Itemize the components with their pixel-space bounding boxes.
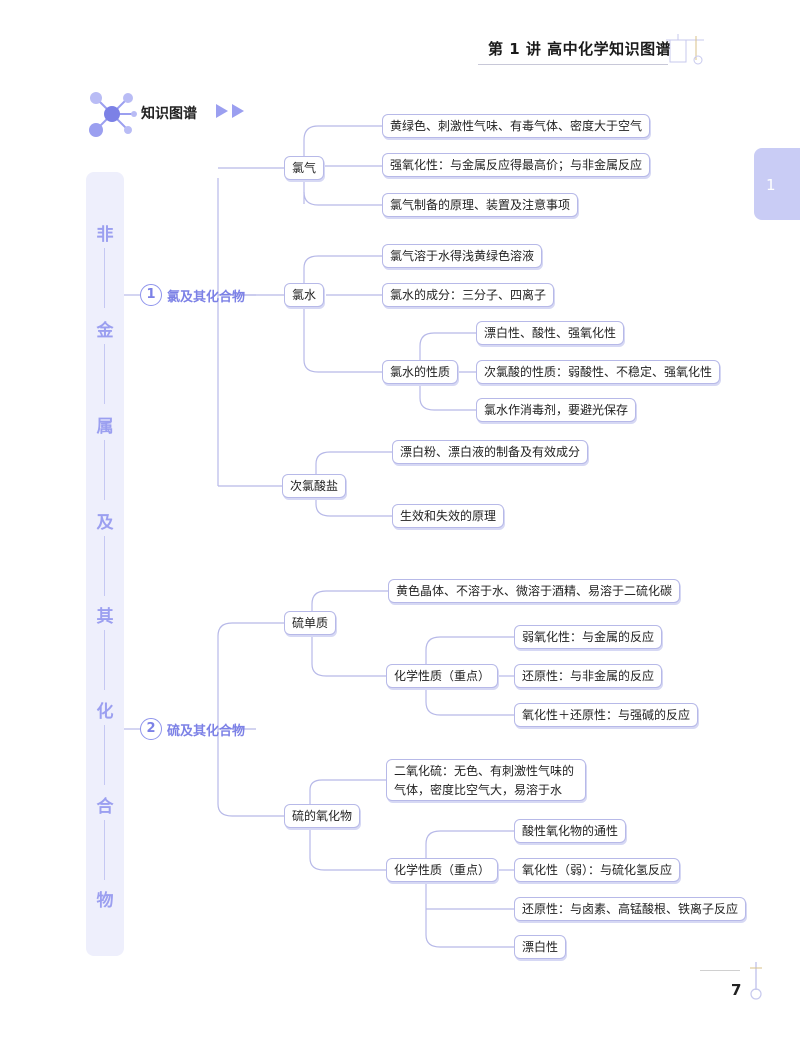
node-cw-components: 氯水的成分：三分子、四离子: [382, 283, 555, 307]
chapter-tab[interactable]: 1: [754, 148, 800, 220]
node-so-chem-2: 氧化性（弱）：与硫化氢反应: [514, 858, 681, 882]
node-sulfur: 硫单质: [284, 611, 337, 635]
node-s-physical: 黄色晶体、不溶于水、微溶于酒精、易溶于二硫化碳: [388, 579, 681, 603]
divider: [104, 820, 105, 880]
node-cw-prop-1: 漂白性、酸性、强氧化性: [476, 321, 625, 345]
node-chlorine-water: 氯水: [284, 283, 325, 307]
chapter-tab-label: 1: [766, 176, 776, 194]
node-chlorine-gas: 氯气: [284, 156, 325, 180]
lab-equipment-icon: [666, 34, 704, 65]
node-cl-physical: 黄绿色、刺激性气味、有毒气体、密度大于空气: [382, 114, 651, 138]
vertical-title-char: 及: [96, 513, 114, 533]
section-1: 1 氯及其化合物: [140, 284, 245, 306]
node-s-chem: 化学性质（重点）: [386, 664, 499, 688]
node-so2-physical: 二氧化硫：无色、有刺激性气味的气体，密度比空气大，易溶于水: [386, 759, 586, 801]
vertical-title-char: 其: [96, 607, 114, 627]
section-label: 氯及其化合物: [167, 289, 246, 305]
vertical-title-char: 合: [96, 797, 114, 817]
divider: [104, 536, 105, 596]
vertical-title-char: 金: [96, 321, 114, 341]
node-hypochlorite: 次氯酸盐: [282, 474, 347, 498]
chapter-title-bar: [86, 172, 124, 956]
node-s-chem-2: 还原性：与非金属的反应: [514, 664, 663, 688]
node-cw-prop-2: 次氯酸的性质：弱酸性、不稳定、强氧化性: [476, 360, 721, 384]
node-hc-1: 漂白粉、漂白液的制备及有效成分: [392, 440, 589, 464]
node-so-chem-1: 酸性氧化物的通性: [514, 819, 627, 843]
node-so-chem-3: 还原性：与卤素、高锰酸根、铁离子反应: [514, 897, 747, 921]
double-arrow-icon: [216, 104, 244, 118]
knowledge-map-icon: [89, 92, 137, 137]
section-2: 2 硫及其化合物: [140, 718, 245, 740]
divider: [104, 344, 105, 404]
node-cw-dissolve: 氯气溶于水得浅黄绿色溶液: [382, 244, 543, 268]
vertical-title-char: 非: [96, 225, 114, 245]
vertical-title-char: 物: [96, 891, 114, 911]
node-s-chem-3: 氧化性＋还原性：与强碱的反应: [514, 703, 699, 727]
section-label: 硫及其化合物: [167, 723, 246, 739]
node-sulfur-oxides: 硫的氧化物: [284, 804, 361, 828]
divider: [104, 248, 105, 308]
node-cl-oxidizing: 强氧化性：与金属反应得最高价；与非金属反应: [382, 153, 651, 177]
vertical-title-char: 化: [96, 702, 114, 722]
header-rule: [478, 64, 668, 65]
divider: [104, 440, 105, 500]
node-s-chem-1: 弱氧化性：与金属的反应: [514, 625, 663, 649]
node-hc-2: 生效和失效的原理: [392, 504, 505, 528]
node-cl-preparation: 氯气制备的原理、装置及注意事项: [382, 193, 579, 217]
footer-rule: [700, 970, 740, 971]
node-so-chem: 化学性质（重点）: [386, 858, 499, 882]
section-number: 1: [140, 284, 162, 306]
section-number: 2: [140, 718, 162, 740]
section-title: 知识图谱: [141, 106, 197, 122]
divider: [104, 630, 105, 690]
test-tube-icon: [750, 962, 762, 1000]
node-so-chem-4: 漂白性: [514, 935, 567, 959]
node-cw-properties: 氯水的性质: [382, 360, 459, 384]
header-title: 第 1 讲 高中化学知识图谱: [488, 40, 672, 58]
page-number: 7: [731, 981, 742, 999]
vertical-title-char: 属: [96, 417, 114, 437]
node-cw-prop-3: 氯水作消毒剂，要避光保存: [476, 398, 637, 422]
divider: [104, 725, 105, 785]
